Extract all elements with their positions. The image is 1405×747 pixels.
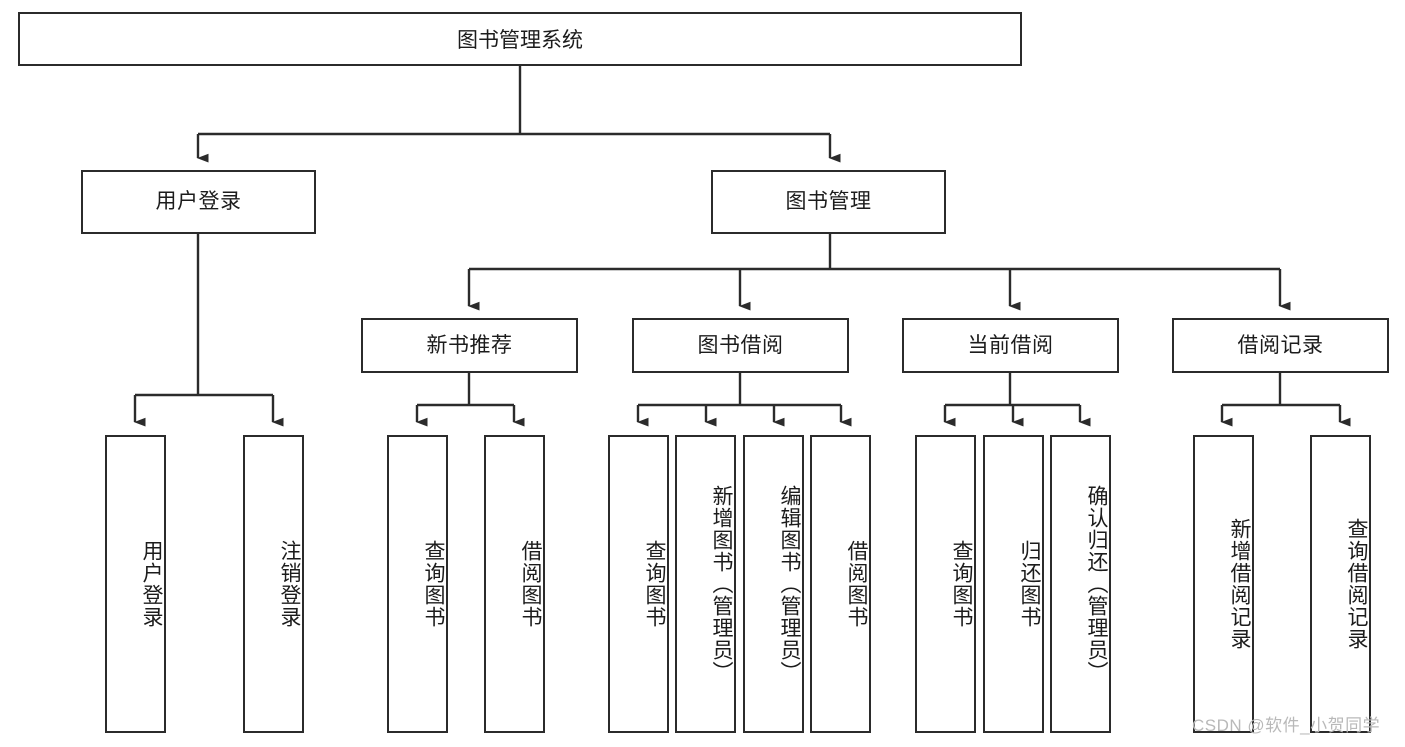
leaf-current-return-book[interactable]: 归还图书 [983,435,1044,733]
node-book-borrow[interactable]: 图书借阅 [632,318,849,373]
leaf-record-add-record[interactable]: 新增借阅记录 [1193,435,1254,733]
leaf-record-query-record[interactable]: 查询借阅记录 [1310,435,1371,733]
node-label: 注销登录 [278,540,301,628]
node-label: 查询图书 [643,540,666,628]
node-label: 用户登录 [140,540,163,628]
leaf-user-login-login[interactable]: 用户登录 [105,435,166,733]
node-root-system[interactable]: 图书管理系统 [18,12,1022,66]
leaf-borrow-edit-book-admin[interactable]: 编辑图书（管理员） [743,435,804,733]
node-label: 新增图书（管理员） [710,485,733,683]
leaf-borrow-borrow-book[interactable]: 借阅图书 [810,435,871,733]
node-label: 查询借阅记录 [1345,518,1368,650]
node-label: 查询图书 [950,540,973,628]
csdn-watermark: CSDN @软件_小贺同学 [1192,716,1381,735]
leaf-current-confirm-return-admin[interactable]: 确认归还（管理员） [1050,435,1111,733]
node-user-login[interactable]: 用户登录 [81,170,316,234]
node-borrow-record[interactable]: 借阅记录 [1172,318,1389,373]
node-label: 图书借阅 [697,333,784,357]
node-label: 图书管理 [785,190,872,214]
node-label: 新书推荐 [426,333,513,357]
node-label: 用户登录 [155,190,242,214]
node-new-book-recommend[interactable]: 新书推荐 [361,318,578,373]
node-label: 借阅图书 [519,540,542,628]
leaf-borrow-query-book[interactable]: 查询图书 [608,435,669,733]
node-current-borrow[interactable]: 当前借阅 [902,318,1119,373]
node-label: 图书管理系统 [457,29,583,52]
node-label: 借阅记录 [1237,333,1324,357]
node-label: 归还图书 [1018,540,1041,628]
node-label: 新增借阅记录 [1228,518,1251,650]
leaf-recommend-borrow-book[interactable]: 借阅图书 [484,435,545,733]
node-label: 查询图书 [422,540,445,628]
leaf-user-login-logout[interactable]: 注销登录 [243,435,304,733]
node-book-management[interactable]: 图书管理 [711,170,946,234]
node-label: 借阅图书 [845,540,868,628]
node-label: 编辑图书（管理员） [778,485,801,683]
node-label: 确认归还（管理员） [1085,485,1108,683]
leaf-current-query-book[interactable]: 查询图书 [915,435,976,733]
node-label: 当前借阅 [967,333,1054,357]
leaf-borrow-add-book-admin[interactable]: 新增图书（管理员） [675,435,736,733]
leaf-recommend-query-book[interactable]: 查询图书 [387,435,448,733]
